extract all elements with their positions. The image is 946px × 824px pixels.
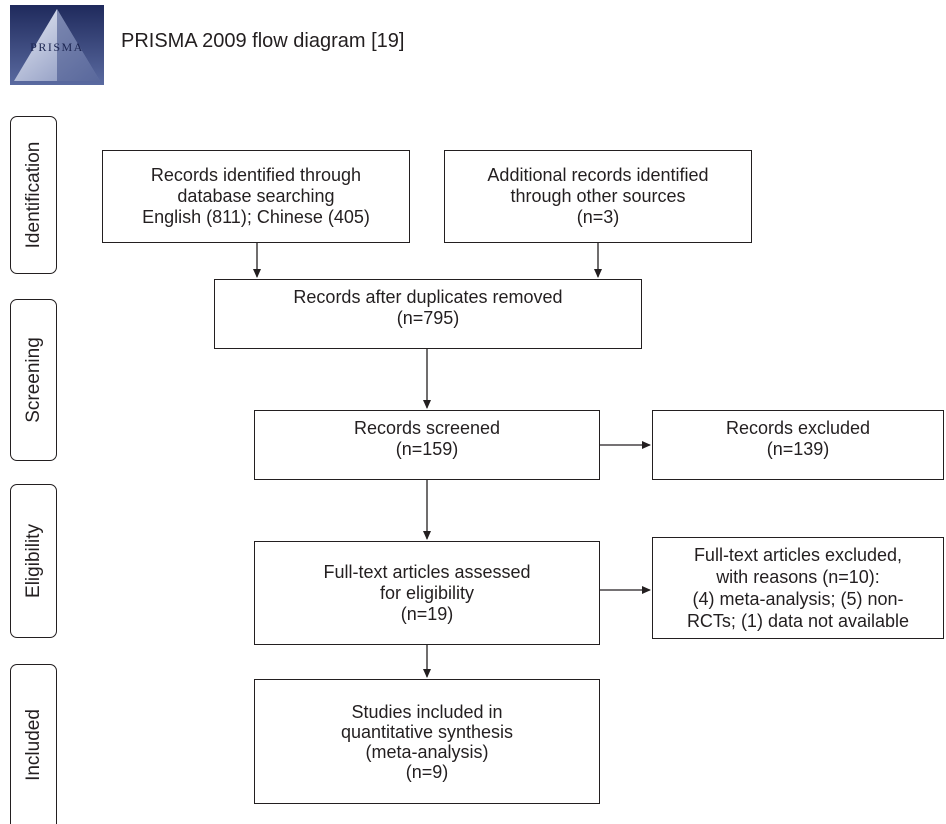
phase-eligibility: Eligibility: [10, 484, 57, 638]
prisma-logo: PRISMA: [10, 5, 104, 85]
logo-text: PRISMA: [30, 40, 84, 54]
box-fulltext-assessed: Full-text articles assessed for eligibil…: [254, 541, 600, 645]
box-after-duplicates: Records after duplicates removed (n=795): [214, 279, 642, 349]
box-other-records: Additional records identified through ot…: [444, 150, 752, 243]
box-studies-included: Studies included in quantitative synthes…: [254, 679, 600, 804]
phase-screening: Screening: [10, 299, 57, 461]
box-records-excluded: Records excluded (n=139): [652, 410, 944, 480]
box-records-screened: Records screened (n=159): [254, 410, 600, 480]
box-database-records: Records identified through database sear…: [102, 150, 410, 243]
phase-included: Included: [10, 664, 57, 824]
box-fulltext-excluded: Full-text articles excluded, with reason…: [652, 537, 944, 639]
phase-identification: Identification: [10, 116, 57, 274]
diagram-title: PRISMA 2009 flow diagram [19]: [121, 30, 405, 52]
